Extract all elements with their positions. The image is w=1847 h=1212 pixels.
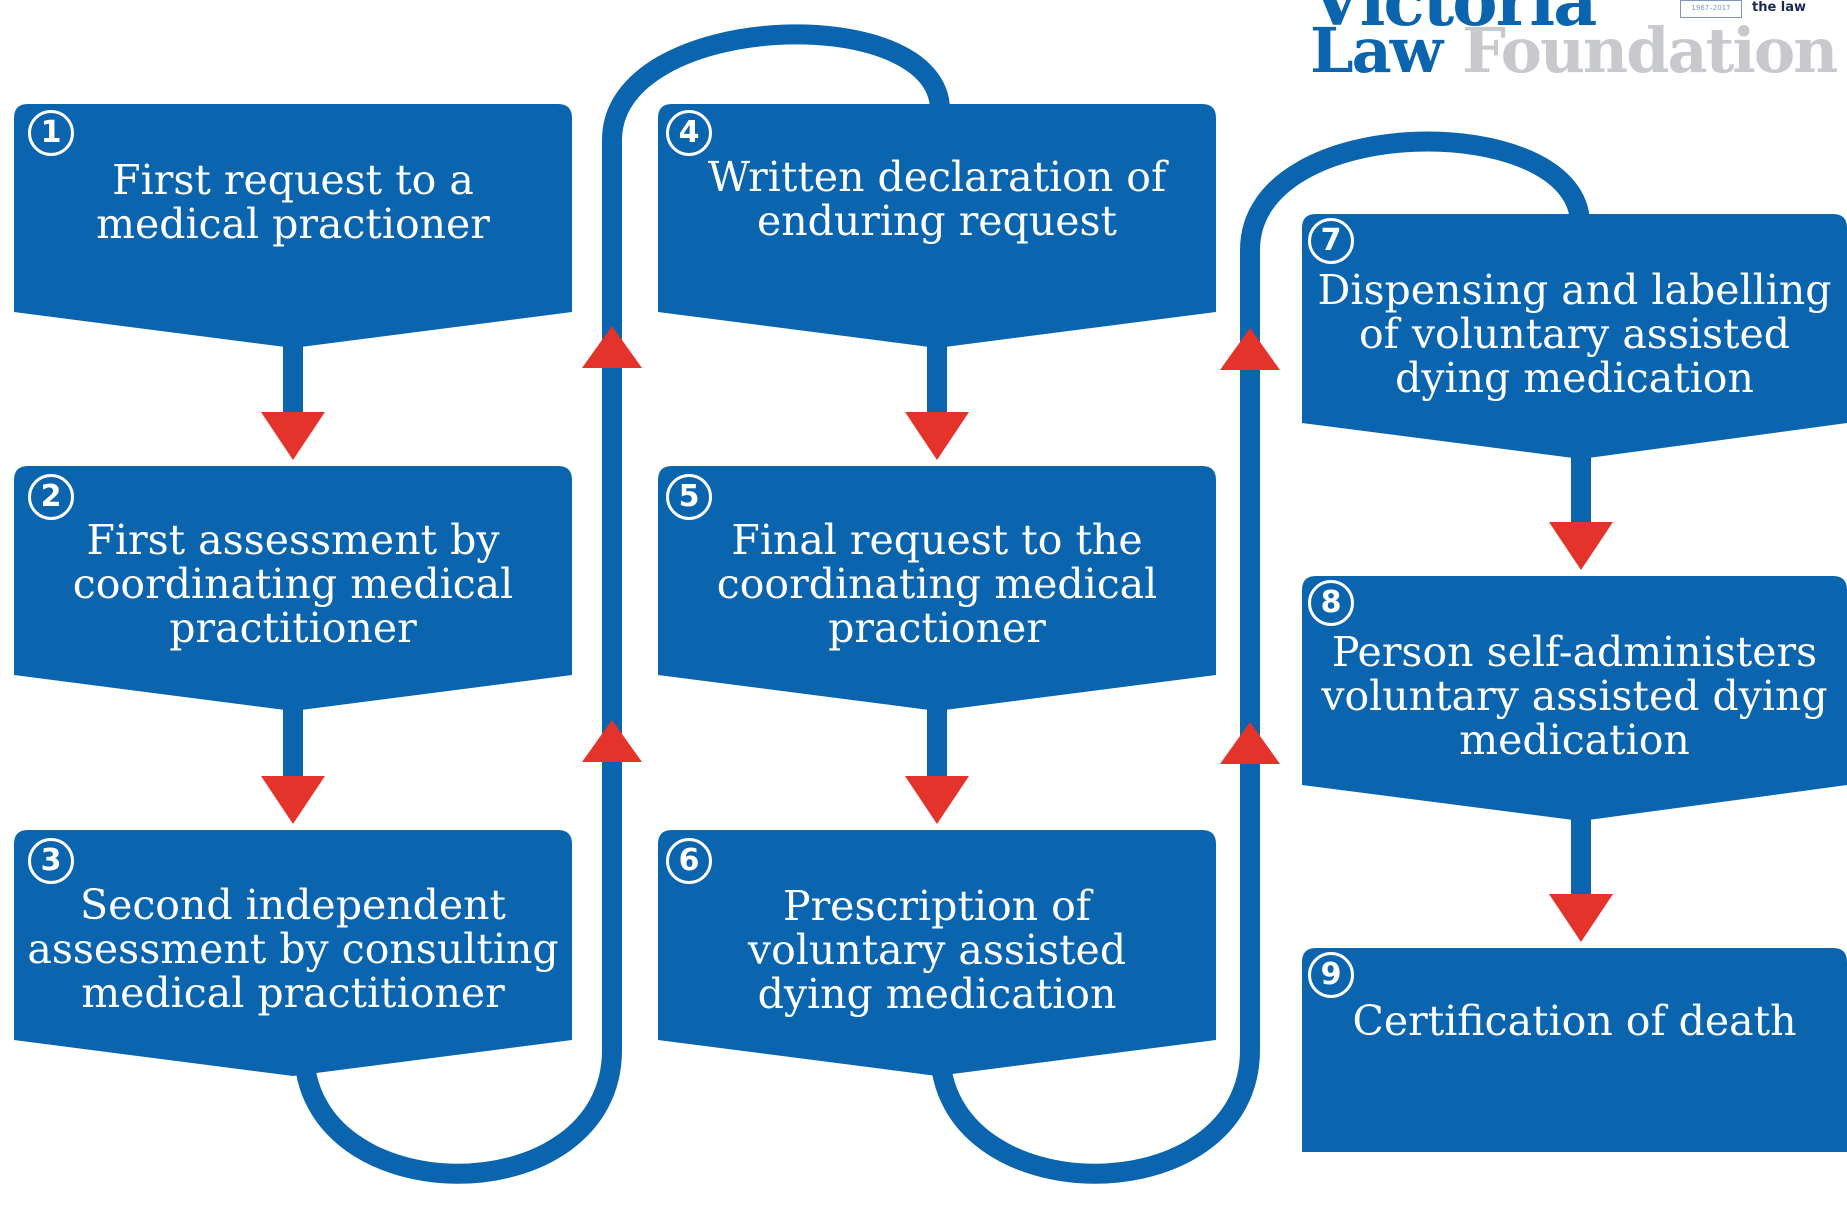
step-6-badge: 6 [666, 838, 712, 884]
step-9-badge: 9 [1308, 952, 1354, 998]
step-4-badge: 4 [666, 110, 712, 156]
arrow-5-6-head [905, 776, 969, 824]
arrow-7-8-head [1549, 522, 1613, 570]
arrow-4-5-shaft [927, 340, 947, 414]
step-9-box [1302, 948, 1847, 1152]
logo-anniversary-badge: 1967–2017 [1680, 0, 1742, 18]
step-9-label: Certification of death [1352, 997, 1797, 1045]
step-5-badge: 5 [666, 474, 712, 520]
connector-loop-2 [930, 131, 1590, 1184]
arrow-1-2-head [261, 412, 325, 460]
up-arrow-loop1-b [582, 720, 642, 762]
arrow-1-2-shaft [283, 340, 303, 414]
up-arrow-loop2-a [1220, 328, 1280, 370]
step-7-label: Dispensing and labelling of voluntary as… [1317, 266, 1832, 402]
step-2-badge: 2 [28, 474, 74, 520]
step-3-box [14, 830, 572, 1076]
step-1-badge: 1 [28, 110, 74, 156]
step-8-box [1302, 576, 1847, 821]
step-7-box [1302, 214, 1847, 459]
step-1-box [14, 104, 572, 348]
logo-victoria: Victoria [1310, 0, 1597, 42]
step-2-box [14, 466, 572, 711]
step-4-box [658, 104, 1216, 348]
step-2-label: First assessment by coordinating medical… [72, 516, 514, 652]
arrow-2-3-shaft [283, 703, 303, 778]
step-3-label: Second independent assessment by consult… [27, 881, 559, 1017]
arrow-7-8-shaft [1571, 451, 1591, 524]
step-6-box [658, 830, 1216, 1076]
logo-law: Law [1310, 14, 1443, 87]
step-8-label: Person self-administers voluntary assist… [1321, 628, 1828, 764]
step-7-badge: 7 [1308, 218, 1354, 264]
up-arrow-loop2-b [1220, 722, 1280, 764]
arrow-8-9-head [1549, 894, 1613, 942]
step-8-badge: 8 [1308, 580, 1354, 626]
up-arrow-loop1-a [582, 326, 642, 368]
step-6-label: Prescription of voluntary assisted dying… [747, 882, 1127, 1018]
step-5-label: Final request to the coordinating medica… [716, 516, 1158, 652]
step-4-label: Written declaration of enduring request [707, 153, 1167, 245]
arrow-4-5-head [905, 412, 969, 460]
connector-loop-1 [294, 24, 950, 1184]
logo-tagline: the law [1752, 0, 1807, 15]
arrow-5-6-shaft [927, 703, 947, 778]
arrow-2-3-head [261, 776, 325, 824]
arrow-8-9-shaft [1571, 813, 1591, 896]
step-3-badge: 3 [28, 838, 74, 884]
step-1-label: First request to a medical practioner [96, 156, 490, 248]
logo-foundation: Foundation [1462, 14, 1838, 87]
step-5-box [658, 466, 1216, 711]
